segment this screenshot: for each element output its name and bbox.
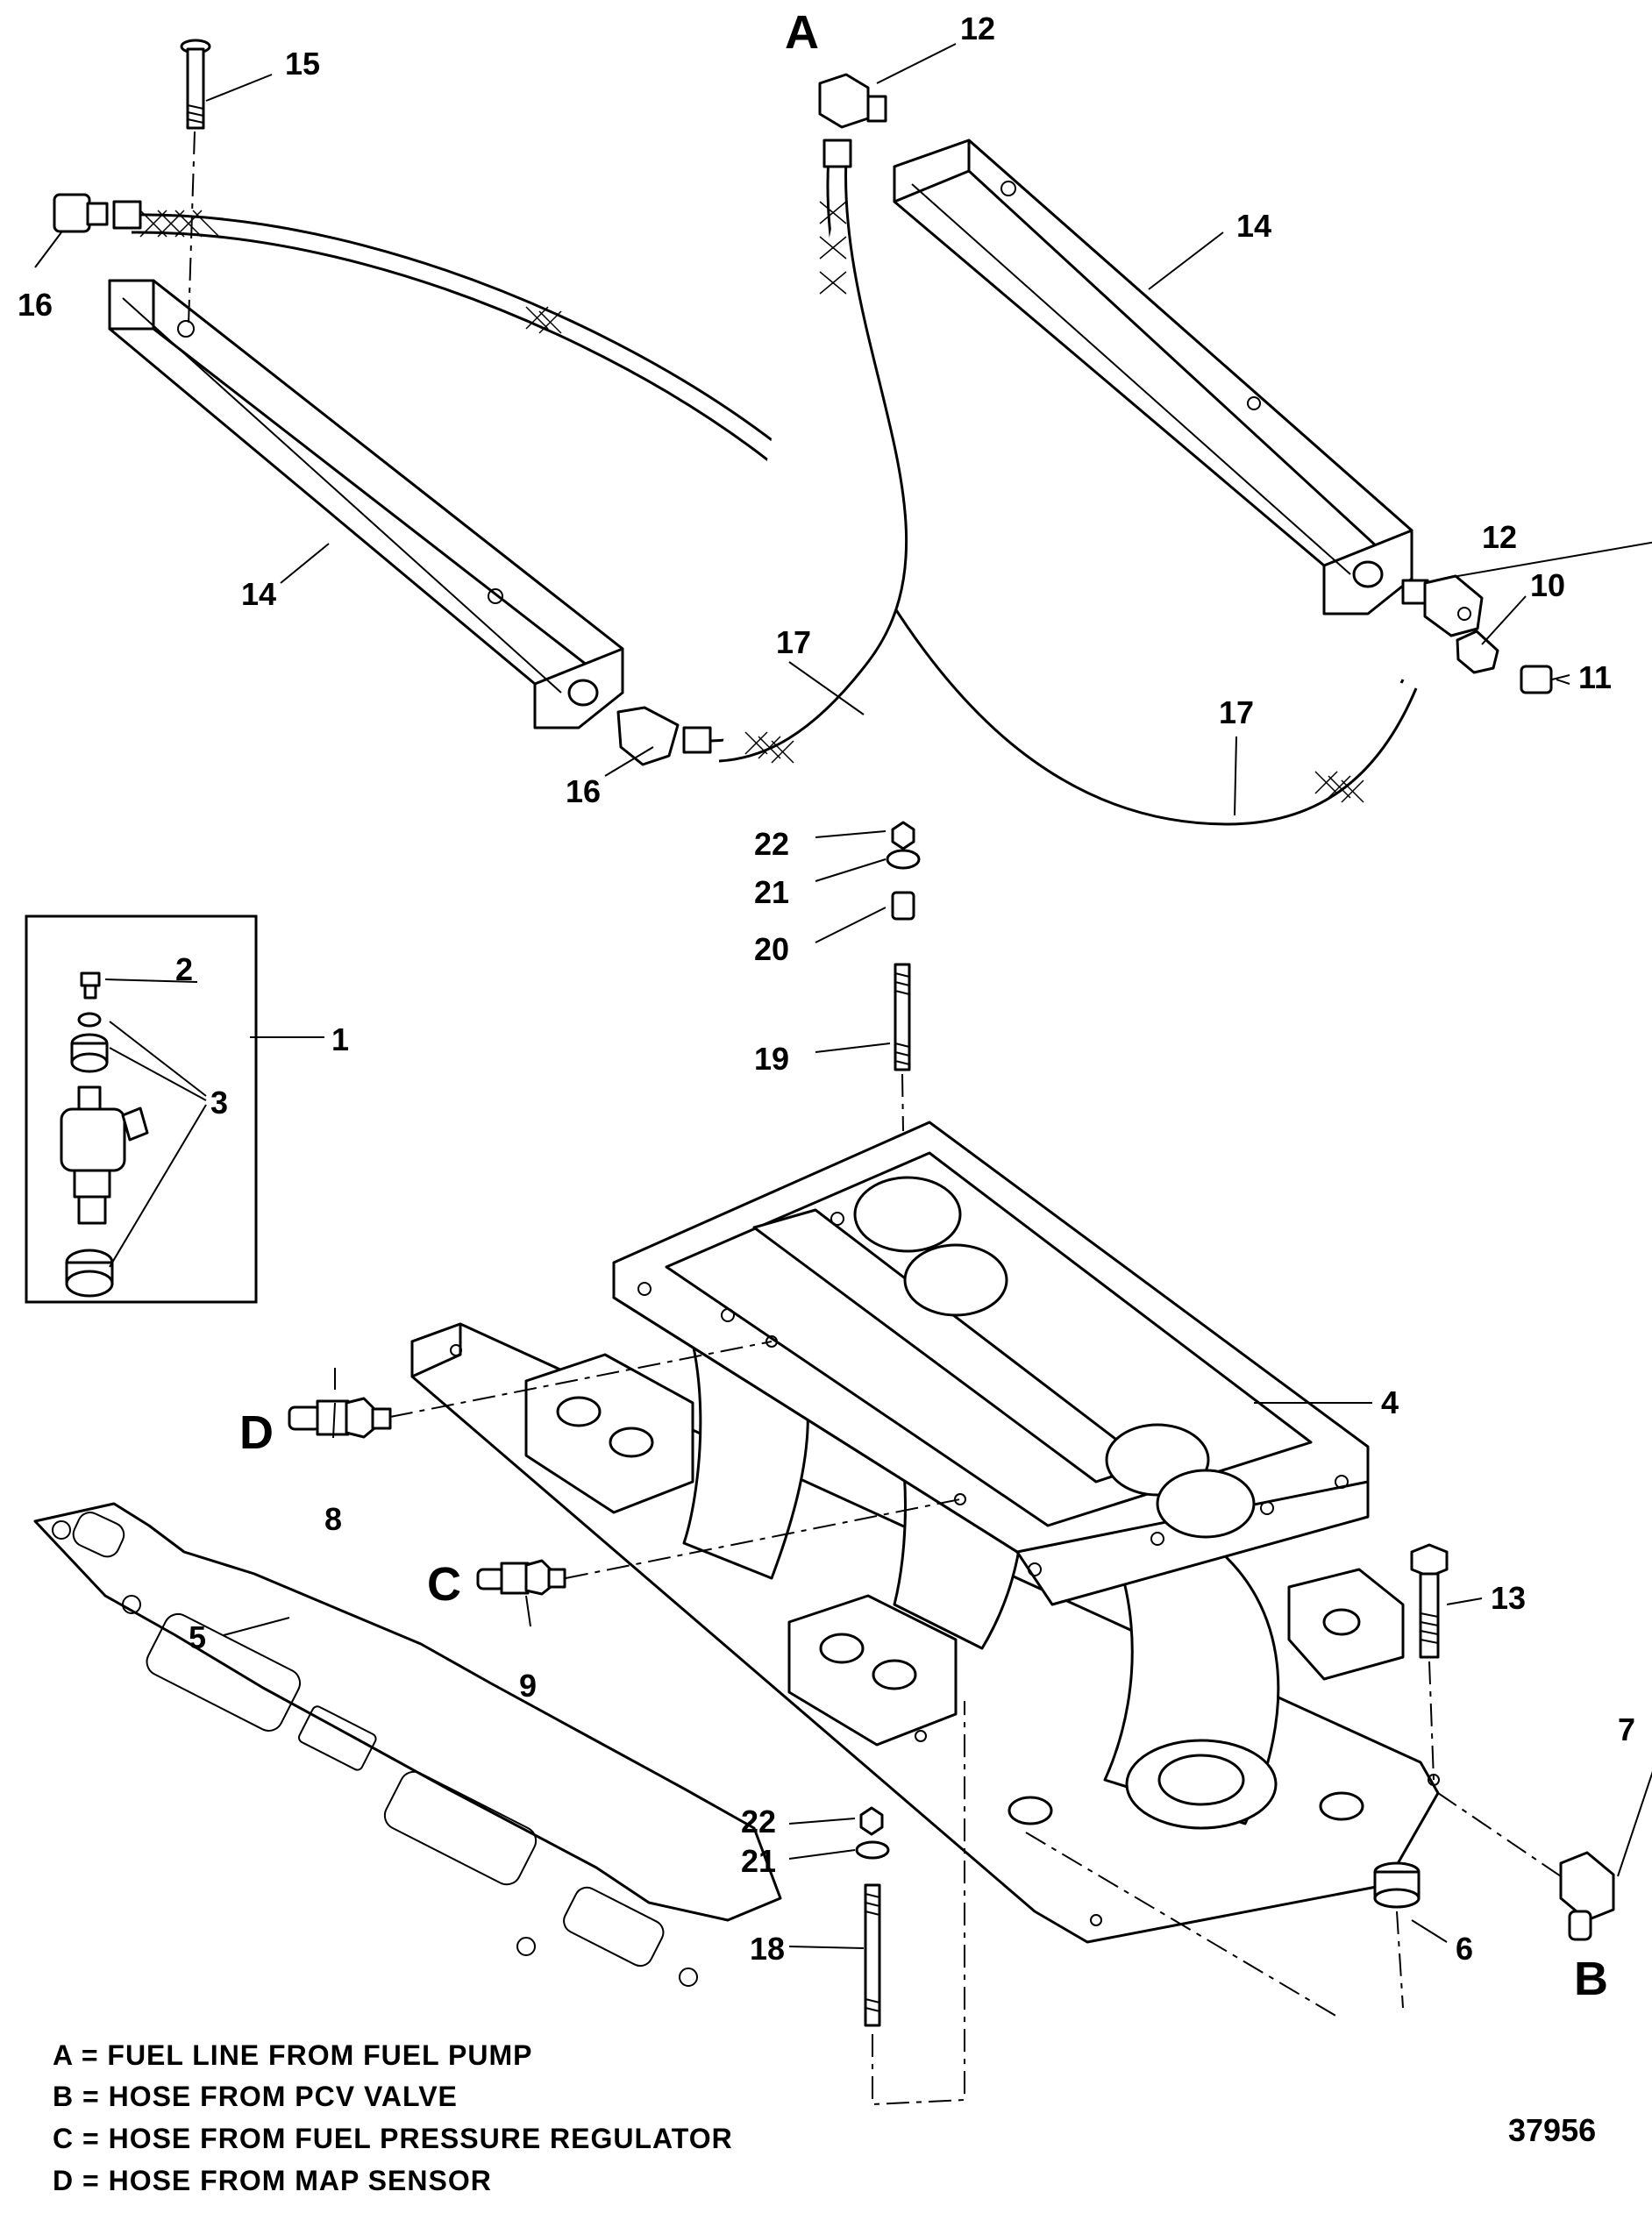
stud-19-group — [886, 821, 921, 1132]
callout-5: 5 — [189, 1619, 206, 1655]
callout-11: 11 — [1578, 659, 1612, 695]
callout-22-lower: 22 — [741, 1804, 776, 1839]
callout-12-upper: 12 — [960, 11, 995, 46]
figure-number: 37956 — [1508, 2112, 1596, 2148]
fitting-12-lower — [1401, 574, 1484, 637]
connection-letter-a: A — [785, 6, 819, 59]
callout-8: 8 — [324, 1501, 342, 1537]
callout-19: 19 — [754, 1041, 789, 1077]
connection-letter-c: C — [427, 1558, 461, 1611]
callout-21-upper: 21 — [754, 874, 789, 910]
legend-line-c: C = HOSE FROM FUEL PRESSURE REGULATOR — [53, 2123, 733, 2154]
callout-15: 15 — [285, 46, 320, 82]
callout-9: 9 — [519, 1668, 537, 1704]
fitting-10 — [1456, 630, 1499, 674]
plug-11 — [1520, 665, 1553, 694]
callout-10: 10 — [1530, 567, 1565, 603]
intake-gasket — [33, 1502, 782, 1987]
callout-6: 6 — [1456, 1931, 1473, 1967]
fitting-9 — [476, 1559, 566, 1596]
legend-line-a: A = FUEL LINE FROM FUEL PUMP — [53, 2039, 532, 2071]
callout-22-upper: 22 — [754, 826, 789, 862]
callout-7: 7 — [1618, 1711, 1635, 1747]
intake-manifold — [410, 1121, 1440, 1944]
connection-letter-b: B — [1574, 1953, 1608, 2005]
fitting-16-lower — [616, 706, 712, 766]
legend: A = FUEL LINE FROM FUEL PUMP B = HOSE FR… — [53, 2039, 733, 2196]
fitting-12-upper — [818, 73, 887, 168]
callout-17-left: 17 — [776, 624, 811, 660]
fuel-line-crossing — [709, 157, 908, 764]
callout-2: 2 — [175, 951, 193, 987]
connection-letter-d: D — [239, 1406, 274, 1459]
callout-18: 18 — [750, 1931, 785, 1967]
callout-14-left: 14 — [241, 576, 276, 612]
plug-6 — [1373, 1861, 1421, 1909]
fuel-rail-right — [893, 139, 1413, 616]
callout-1: 1 — [331, 1021, 349, 1057]
callout-12-lower: 12 — [1482, 519, 1517, 555]
fitting-8 — [288, 1397, 392, 1439]
callout-14-right: 14 — [1236, 208, 1271, 244]
callout-16-lower: 16 — [566, 773, 601, 809]
screw-15 — [180, 39, 211, 130]
injector-kit-box — [25, 914, 258, 1304]
callout-20: 20 — [754, 931, 789, 967]
fitting-16-upper — [53, 193, 142, 233]
callout-21-lower: 21 — [741, 1843, 776, 1879]
callout-16-upper: 16 — [18, 287, 53, 323]
legend-line-d: D = HOSE FROM MAP SENSOR — [53, 2165, 492, 2196]
fuel-rail-left — [108, 279, 624, 729]
bolt-13 — [1410, 1543, 1449, 1659]
legend-line-b: B = HOSE FROM PCV VALVE — [53, 2081, 458, 2112]
callout-4: 4 — [1381, 1384, 1399, 1420]
fitting-7 — [1559, 1851, 1615, 1941]
callout-17-right: 17 — [1219, 694, 1254, 730]
callout-3: 3 — [210, 1085, 228, 1121]
stud-18-group — [855, 1701, 1338, 2106]
callout-13: 13 — [1491, 1580, 1526, 1616]
leader-lines — [34, 43, 1652, 1949]
